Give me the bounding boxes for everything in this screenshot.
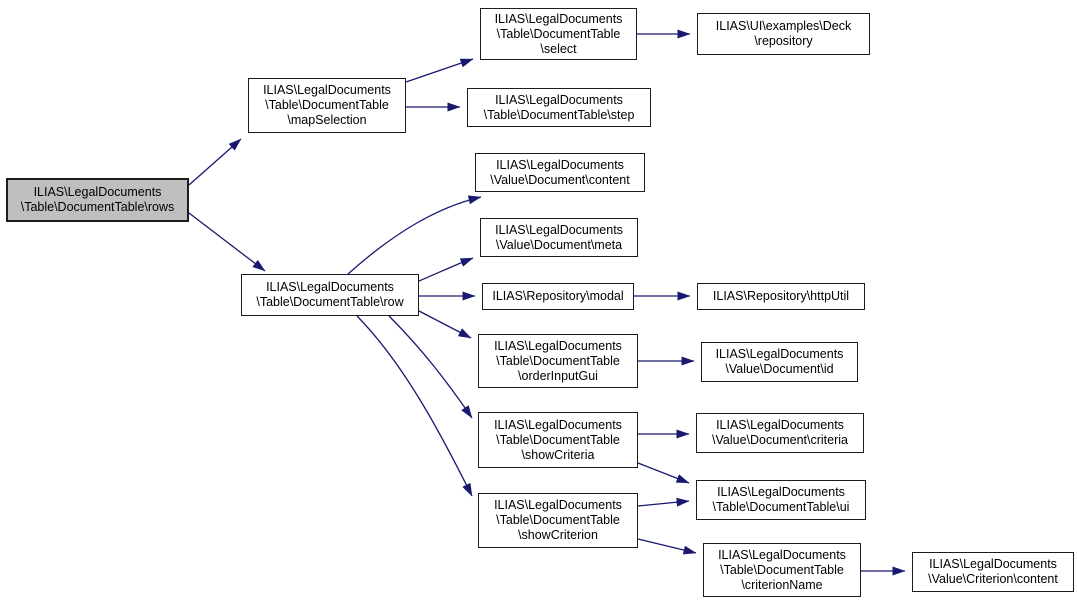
node-criterion-content[interactable]: ILIAS\LegalDocuments \Value\Criterion\co… [912, 552, 1074, 592]
node-document-id[interactable]: ILIAS\LegalDocuments \Value\Document\id [701, 342, 858, 382]
node-order-input-gui[interactable]: ILIAS\LegalDocuments \Table\DocumentTabl… [478, 334, 638, 388]
node-map-selection[interactable]: ILIAS\LegalDocuments \Table\DocumentTabl… [248, 78, 406, 133]
node-show-criterion[interactable]: ILIAS\LegalDocuments \Table\DocumentTabl… [478, 493, 638, 548]
edge-row-to-showcriterion [356, 315, 473, 497]
node-row[interactable]: ILIAS\LegalDocuments \Table\DocumentTabl… [241, 274, 419, 316]
node-documenttable-ui[interactable]: ILIAS\LegalDocuments \Table\DocumentTabl… [696, 480, 866, 520]
edge-rows-to-mapselection [188, 138, 242, 186]
node-modal[interactable]: ILIAS\Repository\modal [482, 283, 634, 310]
node-document-meta[interactable]: ILIAS\LegalDocuments \Value\Document\met… [480, 218, 638, 257]
node-document-content[interactable]: ILIAS\LegalDocuments \Value\Document\con… [475, 153, 645, 192]
edge-showcriteria-to-tableui [637, 462, 690, 484]
node-httputil[interactable]: ILIAS\Repository\httpUtil [697, 283, 865, 310]
edge-rows-to-row [188, 212, 266, 272]
edge-row-to-docmeta [418, 257, 474, 282]
node-criterion-name[interactable]: ILIAS\LegalDocuments \Table\DocumentTabl… [703, 543, 861, 597]
node-rows: ILIAS\LegalDocuments \Table\DocumentTabl… [6, 178, 189, 222]
node-document-criteria[interactable]: ILIAS\LegalDocuments \Value\Document\cri… [696, 413, 864, 453]
node-deck-repository[interactable]: ILIAS\UI\examples\Deck \repository [697, 13, 870, 55]
node-show-criteria[interactable]: ILIAS\LegalDocuments \Table\DocumentTabl… [478, 412, 638, 468]
edge-showcriterion-to-criterionname [637, 538, 697, 555]
edge-row-to-doccontent [347, 195, 482, 275]
edge-row-to-orderinputgui [418, 310, 472, 339]
edge-row-to-showcriteria [388, 315, 473, 419]
edge-showcriterion-to-tableui [637, 497, 690, 507]
node-step[interactable]: ILIAS\LegalDocuments \Table\DocumentTabl… [467, 88, 651, 127]
node-select[interactable]: ILIAS\LegalDocuments \Table\DocumentTabl… [480, 8, 637, 60]
edge-mapselection-to-select [405, 58, 474, 83]
